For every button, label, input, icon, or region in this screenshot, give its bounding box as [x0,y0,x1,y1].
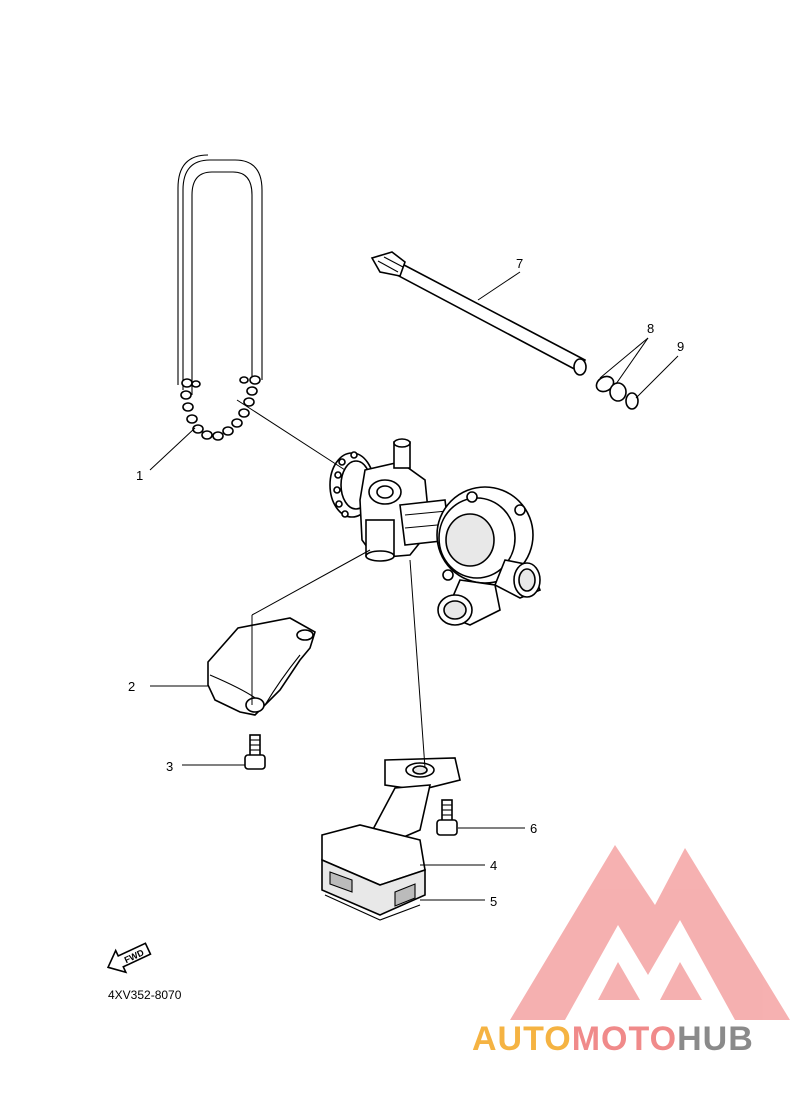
callout-labels: 1 2 3 4 5 6 7 8 9 [128,256,684,909]
logo-wordmark: AUTOMOTOHUB [472,1020,754,1058]
callout-8: 8 [647,321,654,336]
water-pump-housing [436,486,542,626]
cover-bolt [244,734,266,770]
strainer-bolt [436,799,458,836]
logo-word-auto: AUTO [472,1020,572,1058]
callout-1: 1 [136,468,143,483]
leader-lines [149,271,679,901]
diagram-code: 4XV352-8070 [108,988,182,1002]
callout-4: 4 [490,858,497,873]
chain-links [180,375,261,441]
drive-chain [177,154,263,441]
oil-strainer [321,757,461,921]
alignment-lines [236,399,426,769]
logo-triangle-mark [510,845,790,1020]
callout-3: 3 [166,759,173,774]
callout-5: 5 [490,894,497,909]
logo-word-hub: HUB [677,1020,754,1058]
fwd-arrow: FWD [106,942,152,974]
logo-word-moto: MOTO [572,1020,677,1058]
automotohub-logo: AUTOMOTOHUB [472,845,790,1058]
callout-2: 2 [128,679,135,694]
callout-6: 6 [530,821,537,836]
pump-cover [207,617,316,716]
oil-pump-assembly [329,438,542,626]
pump-shaft [370,251,587,376]
callout-9: 9 [677,339,684,354]
callout-7: 7 [516,256,523,271]
o-rings [595,375,639,410]
